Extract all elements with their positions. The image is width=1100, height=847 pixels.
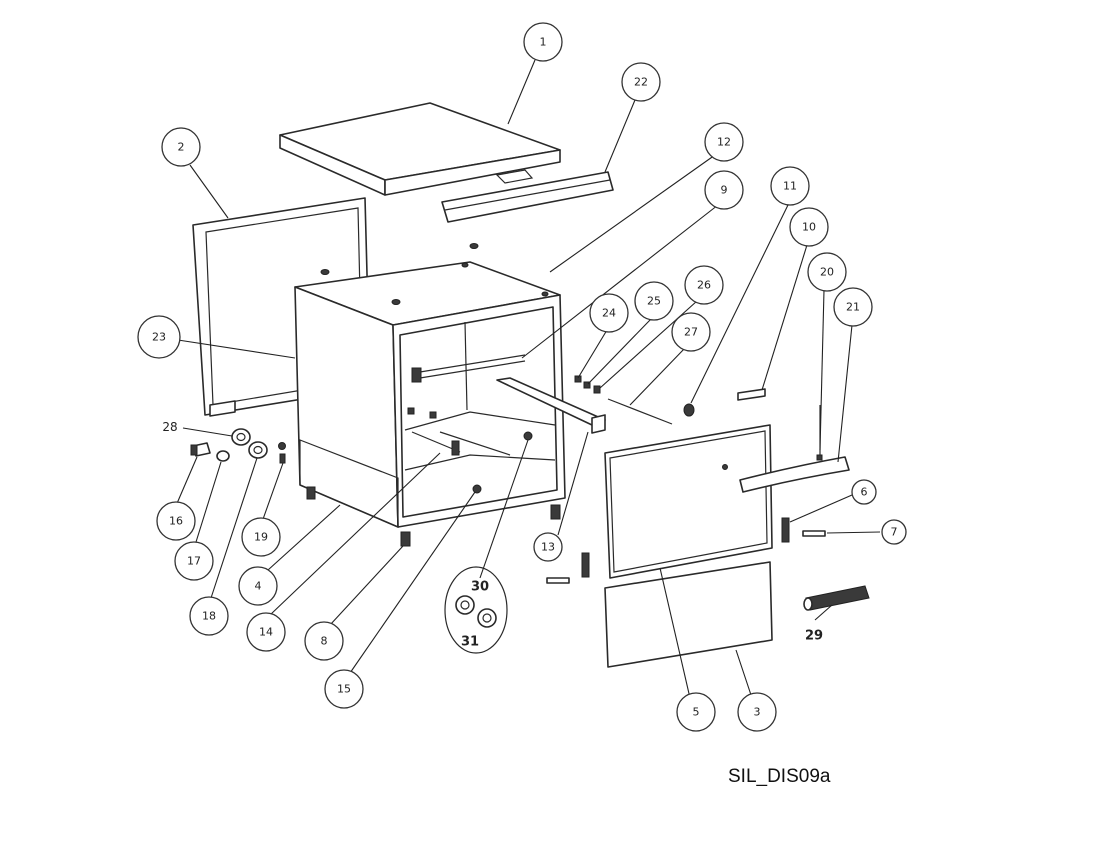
callout-10: 10 bbox=[789, 207, 829, 247]
callout-25-label: 25 bbox=[647, 295, 661, 308]
callout-5: 5 bbox=[676, 692, 716, 732]
callout-25: 25 bbox=[634, 281, 674, 321]
callout-12: 12 bbox=[704, 122, 744, 162]
leader-lines bbox=[174, 59, 881, 699]
internal-parts bbox=[407, 354, 673, 494]
callout-7-label: 7 bbox=[891, 526, 898, 539]
callout-28-label: 28 bbox=[162, 420, 177, 434]
callout-17: 17 bbox=[174, 541, 214, 581]
feet-parts bbox=[306, 486, 561, 547]
callout-13: 13 bbox=[533, 532, 563, 562]
callout-12-label: 12 bbox=[717, 136, 731, 149]
callout-30-label: 30 bbox=[471, 580, 489, 595]
callout-4-label: 4 bbox=[255, 580, 262, 593]
drawing-code-label: SIL_DIS09a bbox=[728, 766, 831, 787]
callout-18: 18 bbox=[189, 596, 229, 636]
callout-10-label: 10 bbox=[802, 221, 816, 234]
callout-18-label: 18 bbox=[202, 610, 216, 623]
callout-16: 16 bbox=[156, 501, 196, 541]
hose-part bbox=[803, 585, 870, 611]
callout-30: 30 bbox=[471, 580, 489, 595]
callout-6-label: 6 bbox=[861, 486, 868, 499]
callout-9: 9 bbox=[704, 170, 744, 210]
left-fittings bbox=[190, 428, 286, 464]
callout-2-label: 2 bbox=[178, 141, 185, 154]
callout-8: 8 bbox=[304, 621, 344, 661]
callout-28: 28 bbox=[162, 420, 177, 434]
callout-14: 14 bbox=[246, 612, 286, 652]
cabinet-body-part bbox=[294, 243, 566, 528]
callout-9-label: 9 bbox=[721, 184, 728, 197]
callout-17-label: 17 bbox=[187, 555, 201, 568]
callout-6: 6 bbox=[851, 479, 877, 505]
callouts: 1 22 2 12 9 11 10 20 bbox=[137, 22, 907, 732]
callout-31-label: 31 bbox=[461, 635, 479, 650]
callout-3-label: 3 bbox=[754, 706, 761, 719]
callout-11-label: 11 bbox=[783, 180, 797, 193]
callout-24: 24 bbox=[589, 293, 629, 333]
callout-19: 19 bbox=[241, 517, 281, 557]
callout-16-label: 16 bbox=[169, 515, 183, 528]
top-cover-part bbox=[279, 102, 561, 196]
detail-oval-30-31 bbox=[444, 566, 508, 654]
callout-19-label: 19 bbox=[254, 531, 268, 544]
callout-27: 27 bbox=[671, 312, 711, 352]
callout-15-label: 15 bbox=[337, 683, 351, 696]
door-part bbox=[604, 424, 850, 579]
callout-21: 21 bbox=[833, 287, 873, 327]
callout-7: 7 bbox=[881, 519, 907, 545]
callout-13-label: 13 bbox=[541, 541, 555, 554]
callout-22: 22 bbox=[621, 62, 661, 102]
callout-21-label: 21 bbox=[846, 301, 860, 314]
callout-29-label: 29 bbox=[805, 629, 823, 644]
callout-24-label: 24 bbox=[602, 307, 616, 320]
callout-1: 1 bbox=[523, 22, 563, 62]
callout-26-label: 26 bbox=[697, 279, 711, 292]
callout-29: 29 bbox=[805, 629, 823, 644]
hinge-parts bbox=[546, 517, 826, 584]
callout-11: 11 bbox=[770, 166, 810, 206]
callout-15: 15 bbox=[324, 669, 364, 709]
callout-26: 26 bbox=[684, 265, 724, 305]
front-top-panel-part bbox=[441, 171, 614, 223]
callout-8-label: 8 bbox=[321, 635, 328, 648]
callout-5-label: 5 bbox=[693, 706, 700, 719]
callout-20-label: 20 bbox=[820, 266, 834, 279]
callout-22-label: 22 bbox=[634, 76, 648, 89]
callout-14-label: 14 bbox=[259, 626, 273, 639]
callout-20: 20 bbox=[807, 252, 847, 292]
callout-23: 23 bbox=[137, 315, 181, 359]
callout-31: 31 bbox=[461, 635, 479, 650]
kick-panel-part bbox=[604, 561, 773, 668]
callout-2: 2 bbox=[161, 127, 201, 167]
callout-4: 4 bbox=[238, 566, 278, 606]
callout-27-label: 27 bbox=[684, 326, 698, 339]
callout-3: 3 bbox=[737, 692, 777, 732]
callout-23-label: 23 bbox=[152, 331, 166, 344]
callout-1-label: 1 bbox=[540, 36, 547, 49]
